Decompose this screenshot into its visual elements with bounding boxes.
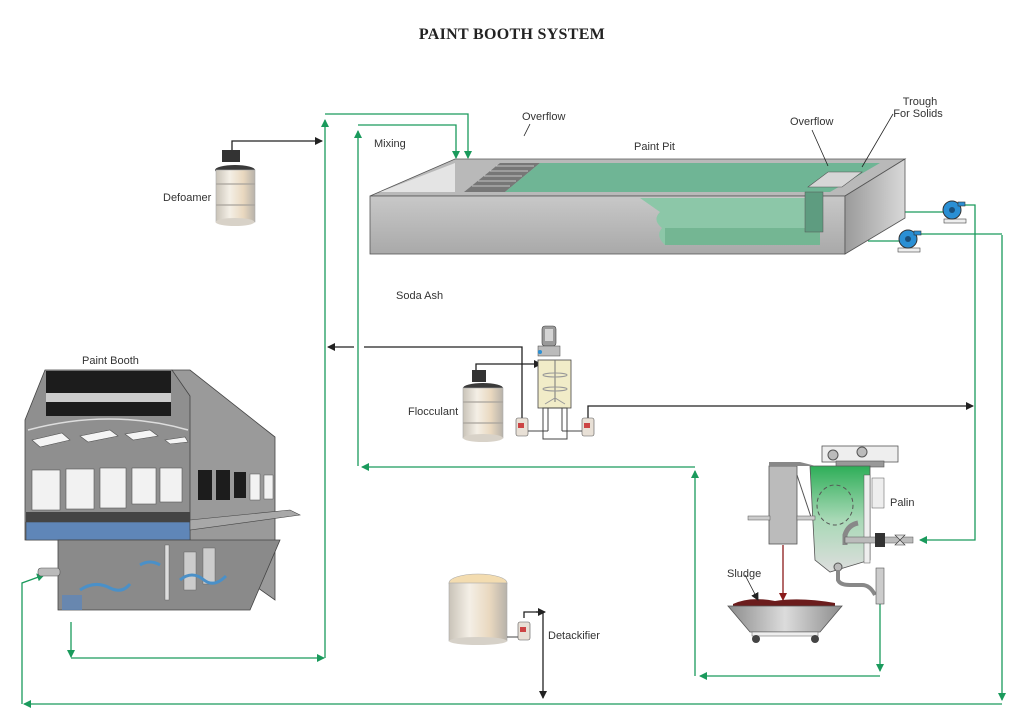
label-detackifier: Detackifier	[548, 630, 600, 642]
metering-pump-2	[581, 417, 595, 437]
defoamer-drum	[215, 150, 256, 226]
label-trough-line2: For Solids	[893, 108, 943, 120]
palin-separator	[747, 445, 914, 605]
label-palin: Palin	[890, 497, 915, 509]
label-soda-ash: Soda Ash	[396, 290, 444, 302]
mixer-feed-line	[587, 402, 974, 418]
drum-pump-icon	[222, 150, 240, 162]
pump1-discharge	[919, 204, 976, 544]
flow-lines	[21, 113, 1006, 708]
label-paint-booth: Paint Booth	[82, 355, 139, 367]
paint-booth	[24, 369, 302, 611]
label-overflow-right: Overflow	[790, 116, 834, 128]
label-defoamer: Defoamer	[163, 192, 212, 204]
diagram-title: PAINT BOOTH SYSTEM	[418, 26, 606, 43]
flocculant-drum	[462, 370, 504, 442]
riser-inner-top	[358, 124, 460, 159]
label-trough: Trough For Solids	[893, 96, 945, 120]
label-sludge: Sludge	[727, 568, 762, 580]
mix-tank	[526, 325, 583, 440]
soda-ash-line	[364, 346, 523, 418]
label-trough-line1: Trough	[902, 96, 938, 108]
label-flocculant: Flocculant	[408, 406, 459, 418]
riser-left-top	[325, 113, 472, 159]
pump-2	[897, 229, 922, 253]
detackifier-line	[523, 611, 547, 699]
flocculant-line	[475, 360, 542, 372]
metering-pump-1	[515, 417, 529, 437]
water-booth-inlet-line	[21, 573, 45, 704]
pump-1	[942, 200, 967, 224]
label-mixing: Mixing	[374, 138, 406, 150]
label-overflow-left: Overflow	[522, 111, 566, 123]
detackifier-tank	[448, 573, 518, 645]
paint-pit	[369, 158, 907, 255]
sludge-cart	[727, 574, 843, 643]
defoamer-line	[231, 137, 323, 156]
label-paint-pit: Paint Pit	[634, 141, 675, 153]
metering-pump-3	[517, 621, 531, 641]
